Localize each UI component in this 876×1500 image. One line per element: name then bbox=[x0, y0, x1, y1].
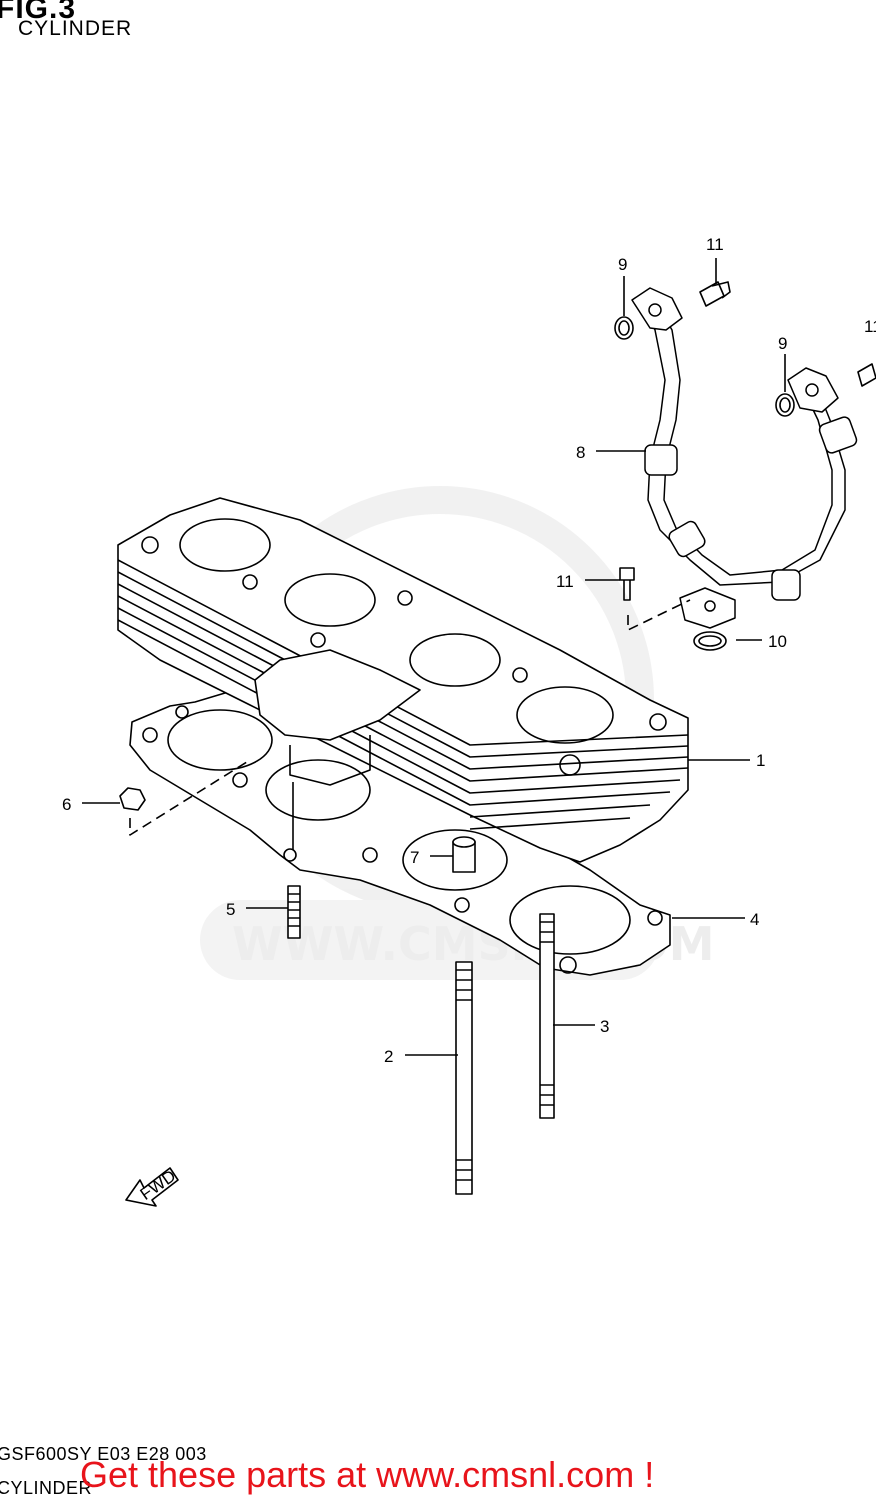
stud-bolt-2[interactable] bbox=[455, 961, 473, 1195]
footer-label: CYLINDER bbox=[0, 1478, 93, 1498]
callout-10: 10 bbox=[768, 632, 787, 651]
washer-10[interactable] bbox=[693, 631, 727, 651]
callout-7: 7 bbox=[410, 848, 419, 867]
callout-11a: 11 bbox=[706, 235, 724, 254]
stud-bolt-5[interactable] bbox=[287, 885, 301, 939]
callout-3: 3 bbox=[600, 1017, 609, 1036]
bolt-11b[interactable] bbox=[857, 363, 876, 387]
figure-title: FIG.3 bbox=[0, 0, 77, 25]
washer-9a[interactable] bbox=[614, 316, 634, 340]
callout-11c: 11 bbox=[556, 572, 574, 591]
stud-bolt-3[interactable] bbox=[539, 913, 555, 1119]
dowel-pin-7[interactable] bbox=[452, 836, 476, 873]
callout-6: 6 bbox=[62, 795, 71, 814]
callout-5: 5 bbox=[226, 900, 235, 919]
nut-6[interactable] bbox=[119, 787, 146, 811]
washer-9b[interactable] bbox=[775, 393, 795, 417]
callout-9b: 9 bbox=[778, 334, 787, 353]
callout-8: 8 bbox=[576, 443, 585, 462]
callout-1: 1 bbox=[756, 751, 765, 770]
callout-4: 4 bbox=[750, 910, 759, 929]
callout-9a: 9 bbox=[618, 255, 627, 274]
oil-pipe[interactable] bbox=[631, 287, 858, 629]
forward-direction-arrow-icon bbox=[125, 1167, 179, 1207]
figure-subtitle: CYLINDER bbox=[18, 17, 133, 40]
bolt-11c[interactable] bbox=[619, 567, 635, 601]
cylinder-block[interactable] bbox=[117, 497, 689, 863]
callout-11b: 11 bbox=[864, 317, 876, 336]
model-code: GSF600SY E03 E28 003 bbox=[0, 1444, 207, 1464]
get-parts-link[interactable]: Get these parts at www.cmsnl.com ! bbox=[80, 1454, 655, 1495]
bolt-11a[interactable] bbox=[699, 281, 731, 307]
callout-2: 2 bbox=[384, 1047, 393, 1066]
